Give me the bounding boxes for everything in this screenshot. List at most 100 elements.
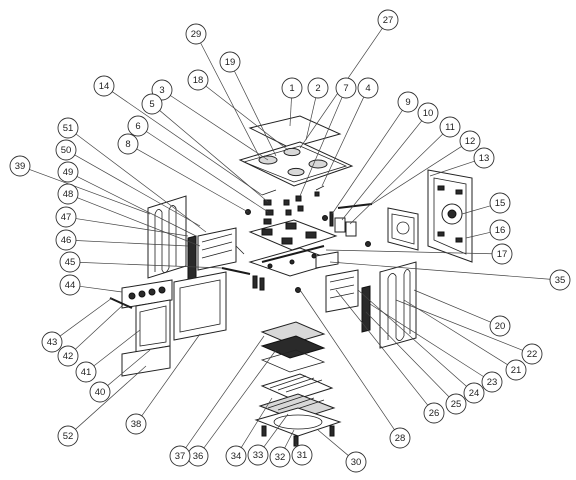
callout-number: 47 <box>61 212 72 223</box>
callout-44: 44 <box>59 274 81 296</box>
callout-circle <box>445 393 467 415</box>
callout-circle <box>463 382 485 404</box>
leader-line-49 <box>76 176 197 237</box>
callout-number: 23 <box>487 377 498 388</box>
callout-number: 9 <box>405 97 410 108</box>
leader-line-26 <box>335 289 429 406</box>
leader-line-37 <box>185 335 265 449</box>
callout-number: 20 <box>495 321 506 332</box>
right-side-panel <box>379 261 417 349</box>
leader-line-30 <box>317 429 349 456</box>
callout-49: 49 <box>57 161 79 183</box>
callout-number: 18 <box>193 75 204 86</box>
callout-number: 49 <box>63 167 74 178</box>
callout-number: 14 <box>99 81 110 92</box>
callout-11: 11 <box>439 116 461 138</box>
callout-circle <box>127 115 149 137</box>
callout-number: 2 <box>315 83 320 94</box>
leader-line-40 <box>107 349 151 386</box>
callout-2: 2 <box>307 77 329 99</box>
callout-34: 34 <box>225 445 247 467</box>
callout-48: 48 <box>57 183 79 205</box>
callout-circle <box>185 23 207 45</box>
leader-line-8 <box>136 148 249 213</box>
callout-number: 52 <box>63 431 74 442</box>
callout-circle <box>141 93 163 115</box>
callout-circle <box>397 91 419 113</box>
callout-number: 7 <box>343 83 348 94</box>
leader-line-36 <box>203 349 277 449</box>
callout-number: 41 <box>81 367 92 378</box>
callout-50: 50 <box>55 139 77 161</box>
callout-number: 45 <box>65 257 76 268</box>
callout-10: 10 <box>417 102 439 124</box>
callout-17: 17 <box>491 243 513 265</box>
callout-51: 51 <box>57 117 79 139</box>
callout-circle <box>377 9 399 31</box>
leader-line-9 <box>331 110 403 215</box>
callout-37: 37 <box>169 445 191 467</box>
leader-line-43 <box>59 297 113 337</box>
callout-number: 11 <box>445 122 455 133</box>
callout-number: 24 <box>469 388 480 399</box>
callout-circle <box>247 444 269 466</box>
leader-line-48 <box>77 197 201 247</box>
callout-number: 46 <box>61 235 72 246</box>
callout-circle <box>55 139 77 161</box>
callout-40: 40 <box>89 381 111 403</box>
leader-line-32 <box>284 429 295 449</box>
callout-28: 28 <box>389 427 411 449</box>
callout-number: 39 <box>15 161 26 172</box>
callout-4: 4 <box>357 77 379 99</box>
back-panel <box>427 169 473 263</box>
callout-circle <box>93 75 115 97</box>
leader-line-21 <box>403 299 508 365</box>
callout-15: 15 <box>489 192 511 214</box>
manifold-assembly <box>221 241 371 293</box>
leader-line-20 <box>413 289 491 323</box>
leader-line-14 <box>112 91 263 196</box>
callout-number: 16 <box>495 225 506 236</box>
base-plinth <box>254 407 342 447</box>
leader-line-1 <box>289 97 292 127</box>
callout-circle <box>489 315 511 337</box>
callout-33: 33 <box>247 444 269 466</box>
callout-number: 32 <box>275 452 286 463</box>
callout-circle <box>459 130 481 152</box>
callout-47: 47 <box>55 206 77 228</box>
callout-circle <box>225 445 247 467</box>
leader-line-25 <box>365 311 450 398</box>
callout-number: 31 <box>297 450 308 461</box>
callout-number: 37 <box>175 451 186 462</box>
callout-36: 36 <box>187 445 209 467</box>
callout-number: 12 <box>465 136 476 147</box>
callout-number: 51 <box>63 123 74 134</box>
callout-circle <box>9 155 31 177</box>
leader-line-33 <box>263 413 289 448</box>
callout-circle <box>491 243 513 265</box>
callout-circle <box>59 251 81 273</box>
leader-line-28 <box>299 289 395 430</box>
callout-20: 20 <box>489 315 511 337</box>
callout-12: 12 <box>459 130 481 152</box>
leader-line-11 <box>349 133 444 225</box>
callout-5: 5 <box>141 93 163 115</box>
callout-43: 43 <box>41 331 63 353</box>
leader-line-2 <box>305 97 317 141</box>
callout-52: 52 <box>57 425 79 447</box>
callout-number: 22 <box>527 349 538 360</box>
leader-line-34 <box>240 397 273 448</box>
callout-number: 35 <box>555 275 566 286</box>
callout-circle <box>117 133 139 155</box>
callout-circle <box>281 77 303 99</box>
callout-number: 13 <box>479 153 490 164</box>
callout-circle <box>307 77 329 99</box>
leader-line-24 <box>357 289 467 387</box>
callout-27: 27 <box>377 9 399 31</box>
callout-41: 41 <box>75 361 97 383</box>
leader-line-3 <box>170 95 269 161</box>
leader-line-7 <box>299 97 343 197</box>
callout-number: 8 <box>125 139 130 150</box>
